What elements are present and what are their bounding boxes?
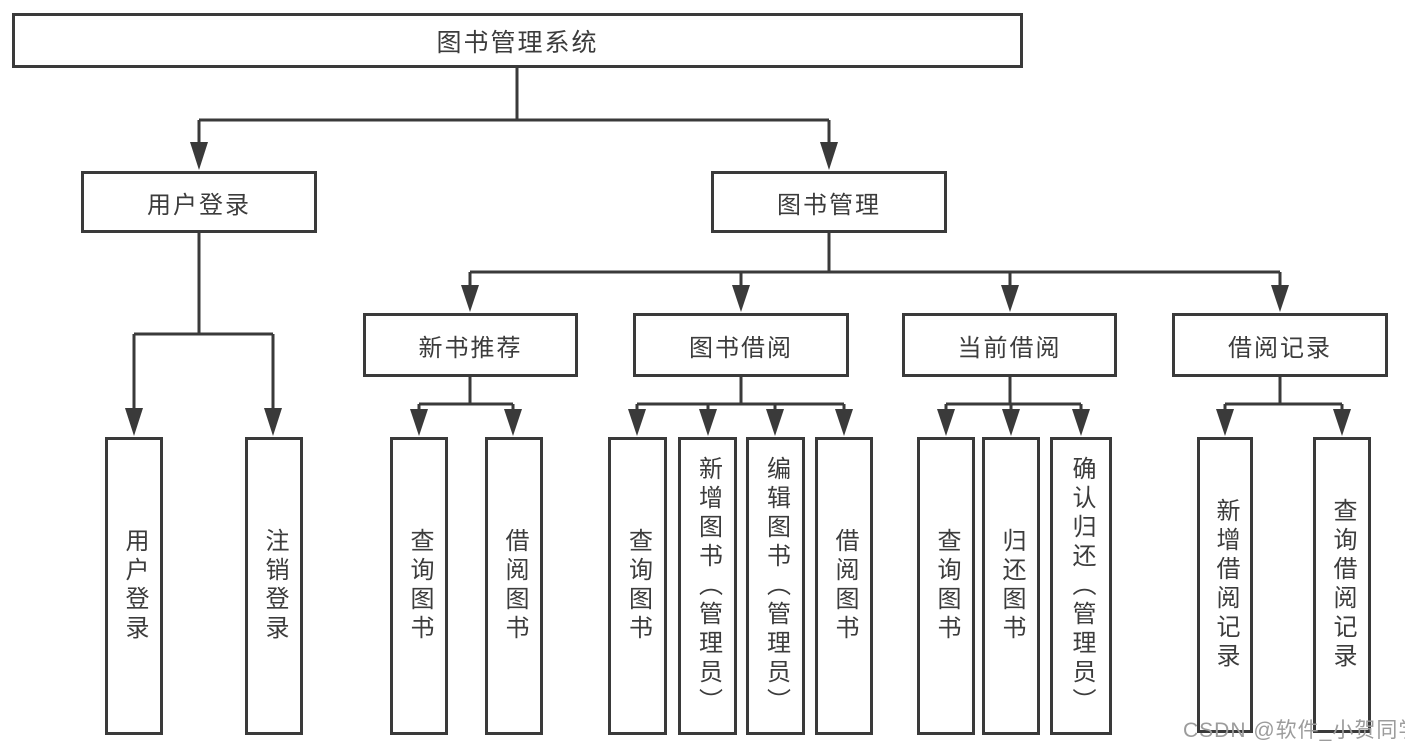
csdn-watermark: CSDN @软件_小贺同学 <box>1183 719 1405 742</box>
connector-book-management-to-level3 <box>461 233 1289 312</box>
leaf-borrow-books-borrow: 借阅图书 <box>815 437 873 735</box>
node-book-borrow: 图书借阅 <box>633 313 849 377</box>
leaf-user-login: 用户登录 <box>105 437 163 735</box>
node-book-management: 图书管理 <box>711 171 947 233</box>
connector-user-login-to-leaves <box>125 233 282 436</box>
connector-borrow-records-to-leaves <box>1216 377 1351 436</box>
arrowhead-icon <box>699 409 717 436</box>
arrowhead-icon <box>732 285 750 312</box>
node-library-management-system: 图书管理系统 <box>12 13 1023 68</box>
arrowhead-icon <box>461 285 479 312</box>
arrowhead-icon <box>504 409 522 436</box>
node-borrow-records: 借阅记录 <box>1172 313 1388 377</box>
connector-current-borrow-to-leaves <box>937 377 1090 436</box>
leaf-query-borrow-record: 查询借阅记录 <box>1313 437 1371 733</box>
arrowhead-icon <box>766 409 784 436</box>
leaf-logout: 注销登录 <box>245 437 303 735</box>
leaf-edit-book-admin: 编辑图书（管理员） <box>746 437 805 735</box>
leaf-add-book-admin: 新增图书（管理员） <box>678 437 737 735</box>
arrowhead-icon <box>1271 285 1289 312</box>
arrowhead-icon <box>1001 285 1019 312</box>
leaf-confirm-return-admin: 确认归还（管理员） <box>1050 437 1112 735</box>
leaf-add-borrow-record: 新增借阅记录 <box>1197 437 1253 733</box>
connector-book-borrow-to-leaves <box>628 377 853 436</box>
leaf-query-books-recommend: 查询图书 <box>390 437 448 735</box>
arrowhead-icon <box>820 142 838 170</box>
arrowhead-icon <box>628 409 646 436</box>
arrowhead-icon <box>937 409 955 436</box>
leaf-query-books-current: 查询图书 <box>917 437 975 735</box>
arrowhead-icon <box>410 409 428 436</box>
node-new-book-recommend: 新书推荐 <box>363 313 578 377</box>
arrowhead-icon <box>190 142 208 170</box>
arrowhead-icon <box>1333 409 1351 436</box>
connector-new-book-recommend-to-leaves <box>410 377 522 436</box>
arrowhead-icon <box>125 408 143 436</box>
arrowhead-icon <box>1072 409 1090 436</box>
connector-root-to-level2 <box>190 68 838 170</box>
arrowhead-icon <box>264 408 282 436</box>
arrowhead-icon <box>835 409 853 436</box>
node-user-login: 用户登录 <box>81 171 317 233</box>
leaf-return-book: 归还图书 <box>982 437 1040 735</box>
leaf-borrow-books-recommend: 借阅图书 <box>485 437 543 735</box>
leaf-query-books-borrow: 查询图书 <box>608 437 667 735</box>
arrowhead-icon <box>1002 409 1020 436</box>
node-current-borrow: 当前借阅 <box>902 313 1117 377</box>
arrowhead-icon <box>1216 409 1234 436</box>
